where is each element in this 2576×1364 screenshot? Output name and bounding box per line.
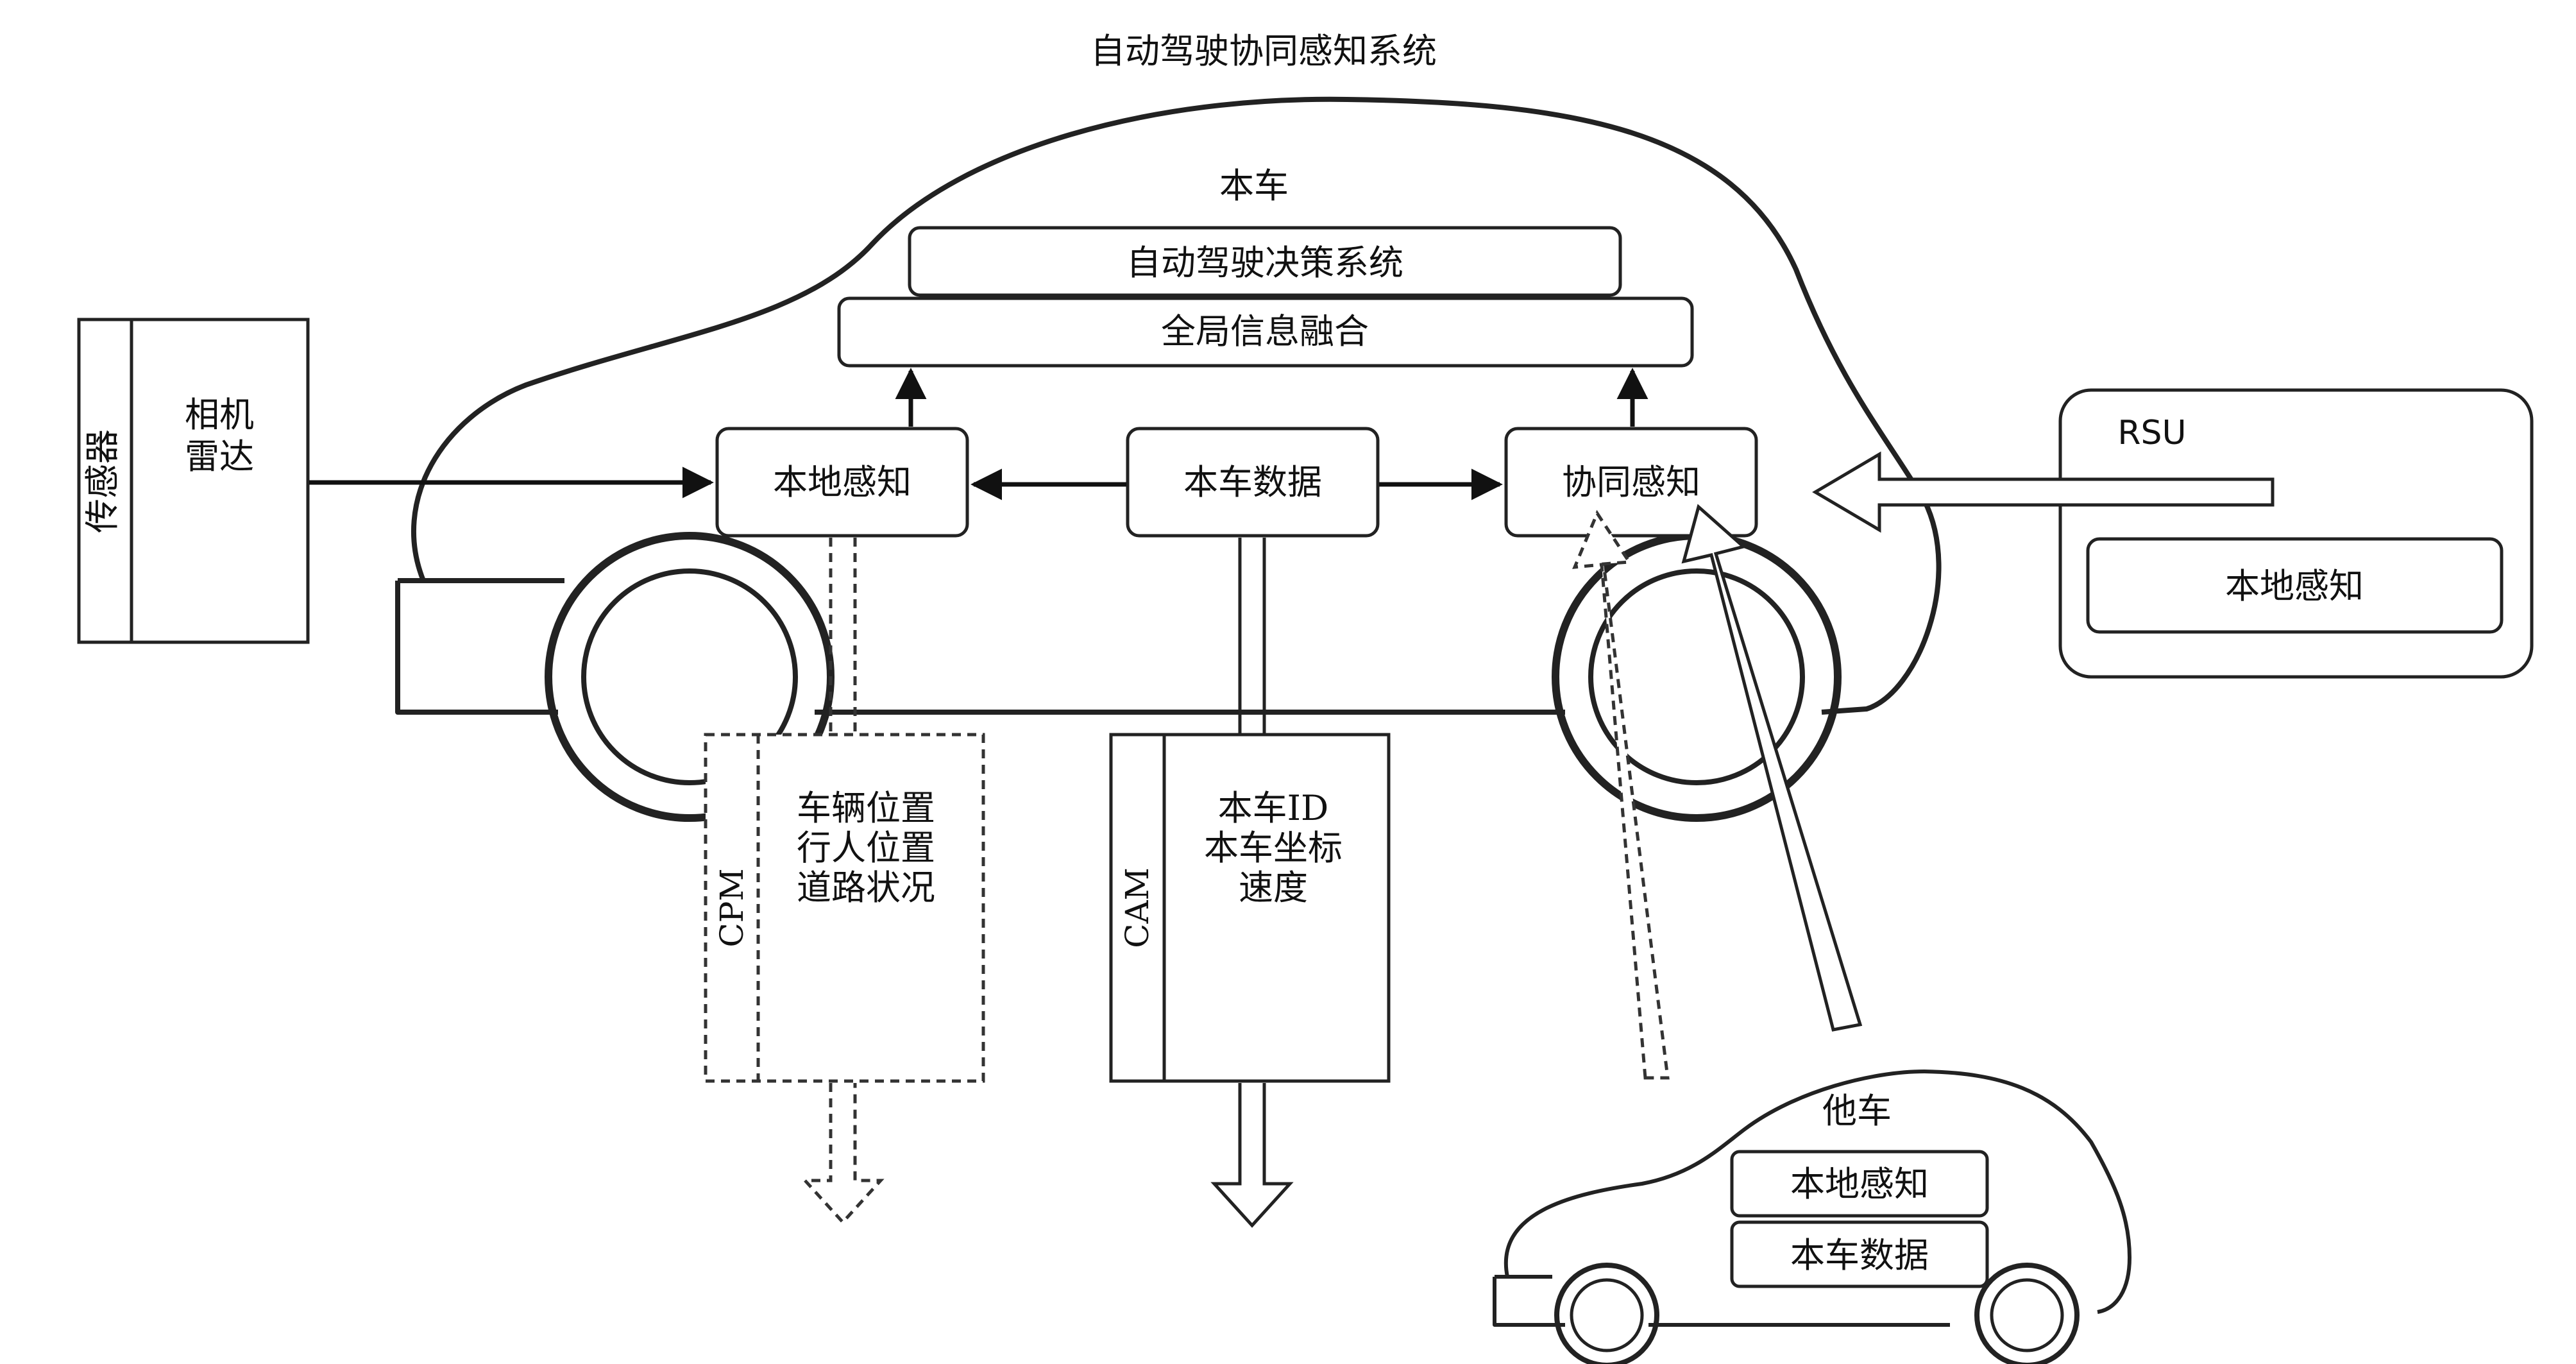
other-car-front-wheel [1974,1263,2080,1364]
arrow-dashed-into-coop [1572,509,1670,1080]
ego-data-label: 本车数据 [1183,462,1322,502]
other-ego-data-label: 本车数据 [1790,1235,1929,1275]
other-local-perception-label: 本地感知 [1790,1164,1929,1204]
sensor-box [77,318,310,644]
rsu-label: RSU [2117,414,2186,452]
other-vehicle-label: 他车 [1822,1091,1892,1131]
other-car-rear-wheel [1554,1263,1659,1364]
cpm-side-label: CPM [713,868,750,947]
ego-car-outline [395,96,1942,715]
sensor-side-label: 传感器 [82,429,123,533]
local-perception-box [715,427,969,538]
cpm-line-road-conditions: 道路状况 [797,867,935,908]
cpm-line-vehicle-position: 车辆位置 [797,788,935,828]
rsu-local-perception-label: 本地感知 [2225,566,2364,606]
cpm-block [704,538,985,1225]
other-car-outline [1493,1070,2131,1327]
ego-data-box [1126,427,1380,538]
global-fusion-label: 全局信息融合 [1161,311,1369,352]
diagram-title: 自动驾驶协同感知系统 [1090,31,1437,71]
rsu-local-perception-box [2086,537,2504,634]
cam-side-label: CAM [1119,867,1156,948]
ego-vehicle-label: 本车 [1219,166,1289,206]
sensor-line-radar: 雷达 [185,436,254,477]
arrow-othercar-into-coop [1681,504,1863,1032]
sensor-line-camera: 相机 [185,395,254,435]
local-perception-label: 本地感知 [773,462,911,502]
other-local-perception-box [1730,1150,1989,1218]
decision-system-box [908,226,1622,297]
ego-front-wheel [1552,532,1842,822]
arrow-rsu-to-coop [1812,451,2275,533]
cooperative-perception-box [1504,427,1758,538]
cam-block [1109,538,1391,1228]
cam-line-speed: 速度 [1239,867,1308,908]
cam-line-ego-id: 本车ID [1218,788,1329,828]
cpm-line-pedestrian-position: 行人位置 [797,828,935,868]
cam-line-ego-coordinates: 本车坐标 [1204,828,1343,868]
other-ego-data-box [1730,1220,1989,1288]
cooperative-perception-label: 协同感知 [1562,462,1700,502]
global-fusion-box [837,296,1694,368]
decision-system-label: 自动驾驶决策系统 [1126,243,1403,283]
